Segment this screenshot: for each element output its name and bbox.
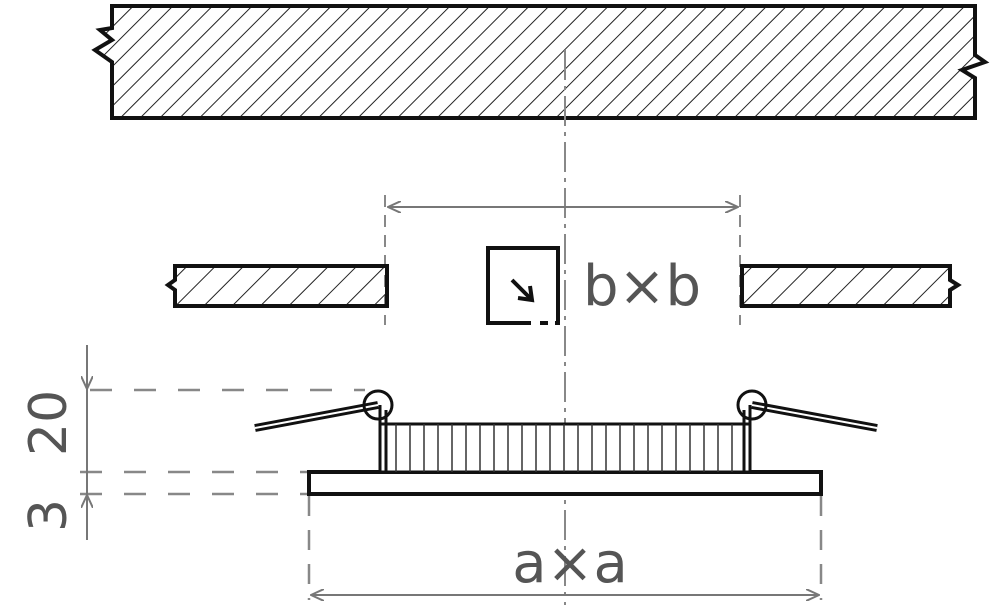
- plate-thickness-label: 3: [19, 499, 79, 532]
- front-plate: [307, 470, 823, 496]
- cutout-label: b×b: [583, 254, 701, 319]
- width-dimension: [307, 496, 823, 600]
- square-cutout-icon: [486, 246, 560, 325]
- ceiling-slab: [91, 4, 990, 120]
- hinge-left-icon: [362, 389, 394, 421]
- cooling-fins: [395, 424, 733, 472]
- ceiling-panel-right: [740, 264, 962, 308]
- housing-body: [378, 422, 752, 474]
- height-label: 20: [19, 390, 79, 456]
- width-label: a×a: [512, 531, 628, 596]
- height-dimension: [80, 345, 365, 540]
- hinge-right-icon: [736, 389, 768, 421]
- ceiling-panel-left: [164, 264, 389, 308]
- led-panel-fixture: [254, 389, 878, 496]
